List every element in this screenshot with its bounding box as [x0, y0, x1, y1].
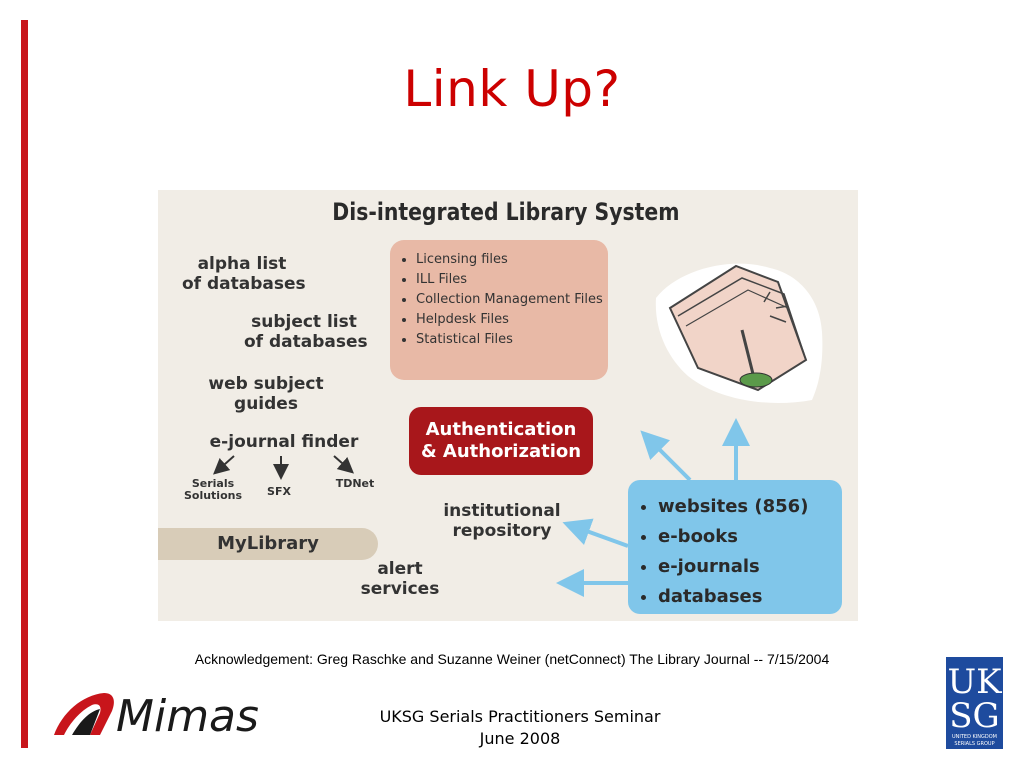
resource-item: websites (856) [658, 492, 842, 522]
svg-text:SERIALS GROUP: SERIALS GROUP [954, 741, 994, 747]
subject-list-label: subject list of databases [244, 312, 368, 352]
files-item: Licensing files [416, 252, 608, 268]
svg-text:UK: UK [947, 662, 1002, 702]
accent-bar [21, 20, 28, 748]
resource-item: e-journals [658, 552, 842, 582]
resource-item: databases [658, 582, 842, 612]
diagram: Dis-integrated Library System alpha list… [158, 190, 858, 621]
diagram-arrows [213, 263, 823, 597]
resources-box: websites (856) e-books e-journals databa… [628, 480, 842, 614]
alert-services-label: alert services [360, 559, 440, 599]
alpha-list-label: alpha list of databases [182, 254, 306, 294]
serials-solutions-label: Serials Solutions [183, 477, 243, 502]
auth-box: Authentication & Authorization [409, 407, 593, 475]
finder-arrows [213, 455, 354, 480]
folder-illustration [655, 263, 823, 403]
svg-text:UNITED KINGDOM: UNITED KINGDOM [952, 734, 997, 740]
uksg-logo: UK SG UNITED KINGDOM SERIALS GROUP [946, 657, 1003, 749]
files-item: Helpdesk Files [416, 312, 608, 328]
svg-text:Mimas: Mimas [116, 691, 259, 741]
files-item: Collection Management Files [416, 292, 608, 308]
svg-text:SG: SG [949, 696, 999, 736]
resource-item: e-books [658, 522, 842, 552]
footer-line1: UKSG Serials Practitioners Seminar [379, 707, 661, 726]
footer-line2: June 2008 [479, 729, 561, 748]
footer: UKSG Serials Practitioners Seminar June … [300, 706, 740, 750]
mylibrary-bar: MyLibrary [158, 528, 378, 560]
web-subject-guides-label: web subject guides [208, 374, 324, 414]
files-box: Licensing files ILL Files Collection Man… [390, 240, 608, 380]
institutional-repository-label: institutional repository [443, 501, 561, 541]
acknowledgement: Acknowledgement: Greg Raschke and Suzann… [194, 651, 830, 667]
mimas-logo: Mimas [52, 685, 292, 746]
resource-arrows [556, 418, 750, 597]
ejournal-finder-label: e-journal finder [209, 432, 359, 452]
tdnet-label: TDNet [335, 477, 375, 490]
slide-title: Link Up? [403, 60, 621, 118]
files-item: ILL Files [416, 272, 608, 288]
sfx-label: SFX [267, 485, 291, 498]
files-item: Statistical Files [416, 332, 608, 348]
diagram-title: Dis-integrated Library System [332, 198, 680, 226]
